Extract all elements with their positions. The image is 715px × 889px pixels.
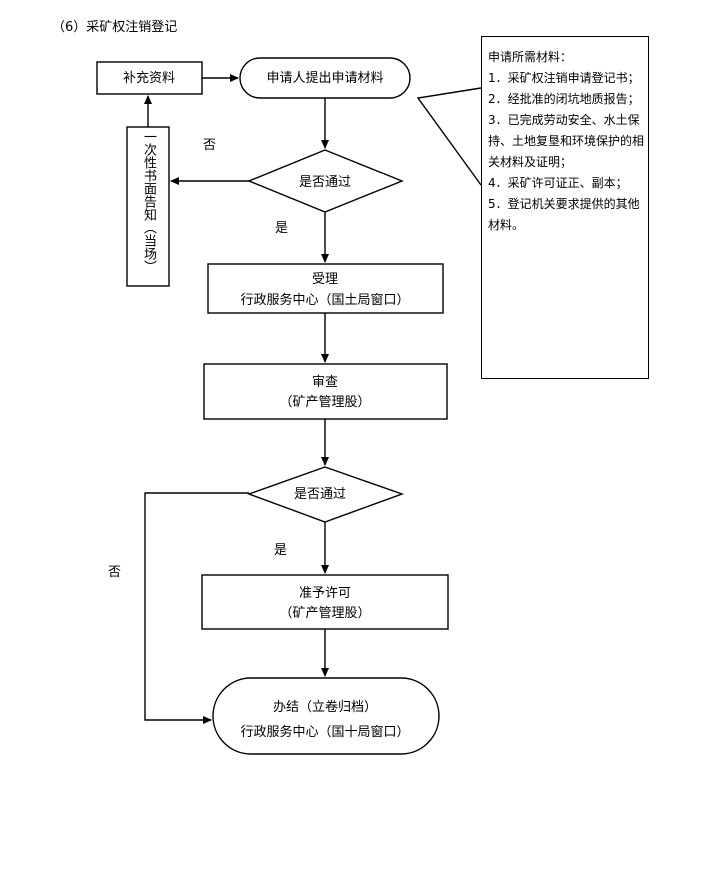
- decision1-label: 是否通过: [299, 175, 351, 190]
- materials-item: 2．经批准的闭坑地质报告；: [488, 92, 640, 106]
- note-callout-pointer: [416, 87, 482, 186]
- finish-sub: 行政服务中心（国十局窗口）: [240, 724, 409, 740]
- review-box: [203, 363, 448, 420]
- finish-node: [212, 677, 440, 755]
- materials-item: 3．已完成劳动安全、水土保持、土地复垦和环境保护的相关材料及证明；: [488, 113, 645, 169]
- materials-heading: 申请所需材料：: [488, 50, 573, 64]
- label-yes-2: 是: [274, 543, 287, 558]
- accept-sub: 行政服务中心（国土局窗口）: [240, 292, 409, 308]
- finish-title: 办结（立卷归档）: [273, 699, 377, 715]
- materials-item: 1．采矿权注销申请登记书；: [488, 71, 640, 85]
- supplement-label: 补充资料: [123, 70, 175, 86]
- accept-box: [207, 263, 444, 314]
- materials-item: 5．登记机关要求提供的其他材料。: [488, 197, 640, 232]
- materials-note: 申请所需材料： 1．采矿权注销申请登记书； 2．经批准的闭坑地质报告； 3．已完…: [481, 36, 649, 379]
- notify-label: 一次性书面告知（当场）: [141, 130, 156, 273]
- label-yes-1: 是: [275, 221, 288, 236]
- label-no-1: 否: [203, 138, 216, 153]
- permit-title: 准予许可: [299, 586, 351, 601]
- permit-sub: （矿产管理股）: [279, 606, 370, 621]
- page-title: （6）采矿权注销登记: [52, 19, 177, 35]
- permit-box: [201, 574, 449, 630]
- decision2-label: 是否通过: [294, 487, 346, 502]
- accept-title: 受理: [312, 272, 338, 287]
- arrow-decision2-no: [144, 492, 249, 724]
- notify-box: [126, 126, 170, 287]
- review-title: 审查: [312, 375, 338, 390]
- review-sub: （矿产管理股）: [279, 395, 370, 410]
- label-no-2: 否: [108, 565, 121, 580]
- start-node-label: 申请人提出申请材料: [266, 70, 383, 86]
- materials-item: 4．采矿许可证正、副本；: [488, 176, 628, 190]
